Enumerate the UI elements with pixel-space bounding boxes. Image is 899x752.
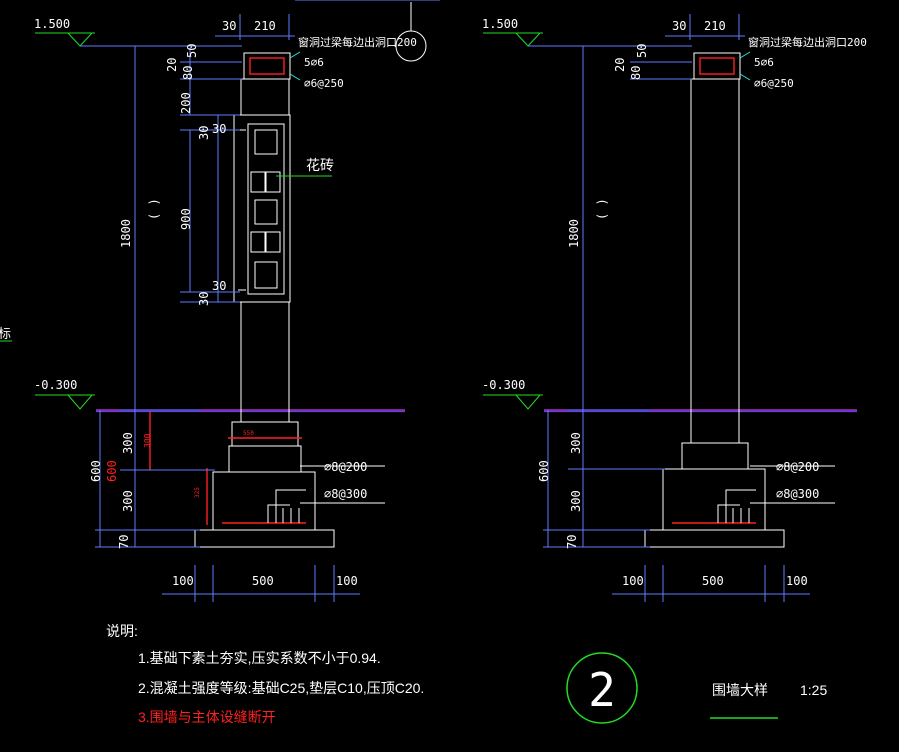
flower-brick-frame: [233, 114, 291, 303]
lintel-note: 窗洞过梁每边出洞口200: [298, 35, 417, 49]
svg-text:50: 50: [635, 44, 649, 58]
base-width-dims-left: [162, 565, 360, 602]
dim-50: 50: [185, 44, 199, 58]
top-bars-label: 5⌀6: [304, 56, 324, 69]
svg-text:30: 30: [212, 122, 226, 136]
footing-rebar-right: [672, 489, 756, 524]
dim-30-wall-a: 30: [197, 126, 211, 140]
note-item-3: 3.围墙与主体设缝断开: [138, 709, 276, 725]
elevation-ground-text-right: -0.300: [482, 378, 525, 392]
cap-rebar: [249, 57, 285, 75]
elevation-ground-left: -0.300: [34, 378, 95, 410]
dim-chain-left: [95, 0, 440, 548]
base-width-dims-right: [612, 565, 810, 602]
coping-cap-right: [693, 52, 741, 80]
dim-210-top-right: 210: [704, 19, 726, 33]
elevation-top-left: 1.500: [34, 17, 240, 47]
dim-100-right-a: 100: [622, 574, 644, 588]
dim-900: 900: [179, 208, 193, 230]
dim-600: 600: [89, 460, 103, 482]
title-block: 2 围墙大样 1:25: [566, 652, 827, 724]
dim-1800: 1800: [119, 219, 133, 248]
elevation-top-text-right: 1.500: [482, 17, 518, 31]
svg-text:80: 80: [629, 66, 643, 80]
stirrups-label: ⌀6@250: [304, 77, 344, 90]
svg-text:5⌀6: 5⌀6: [754, 56, 774, 69]
elevation-ground-right: -0.300: [482, 378, 543, 410]
base-upper-rebar-label-right: ⌀8@200: [776, 460, 819, 474]
coping-cap: [243, 52, 291, 80]
detail-number-circle: [566, 652, 638, 724]
notes-heading: 说明:: [106, 623, 138, 639]
footing-step-lower: [228, 445, 302, 473]
base-lower-rebar-label: ⌀8@300: [324, 487, 367, 501]
dim-chain-right: [543, 14, 745, 548]
cushion-layer: [194, 529, 335, 548]
dim-30-wall-b: 30: [197, 292, 211, 306]
dim-600-red: 600: [105, 460, 119, 482]
dim-500-left: 500: [252, 574, 274, 588]
base-lower-rebar-label-right: ⌀8@300: [776, 487, 819, 501]
title-scale: 1:25: [800, 682, 827, 698]
elevation-top-text: 1.500: [34, 17, 70, 31]
svg-text:20: 20: [613, 58, 627, 72]
side-mark: 标: [0, 327, 11, 342]
dim-300-upper: 300: [121, 432, 135, 454]
title-name: 围墙大样: [712, 682, 768, 698]
elevation-ground-text: -0.300: [34, 378, 77, 392]
base-upper-rebar-label: ⌀8@200: [324, 460, 367, 474]
footing-block: [212, 471, 316, 531]
svg-text:300: 300: [569, 490, 583, 512]
footing-block-right: [662, 468, 766, 531]
flower-brick-label: 花砖: [306, 158, 334, 174]
lintel-note-right: 窗洞过梁每边出洞口200: [748, 35, 867, 49]
svg-text:325: 325: [194, 487, 201, 498]
rebar-callouts-left: [300, 465, 385, 504]
elevation-top-right: 1.500: [482, 17, 690, 47]
dim-100-left-b: 100: [336, 574, 358, 588]
svg-text:70: 70: [565, 535, 579, 549]
note-item-2: 2.混凝土强度等级:基础C25,垫层C10,压顶C20.: [138, 680, 424, 696]
dim-200: 200: [179, 92, 193, 114]
dim-30-top-right: 30: [672, 19, 686, 33]
notes-block: 说明: 1.基础下素土夯实,压实系数不小于0.94. 2.混凝土强度等级:基础C…: [106, 623, 424, 725]
wall-upper: [240, 78, 290, 116]
wall-solid-right: [690, 78, 740, 444]
dim-80: 80: [181, 66, 195, 80]
cushion-layer-right: [644, 529, 785, 548]
flower-brick-pattern: [238, 123, 285, 295]
footing-step-upper: [231, 421, 299, 447]
dim-20: 20: [165, 58, 179, 72]
left-section: 1.500 -0.300: [34, 0, 440, 602]
dim-paren: ( ): [147, 198, 161, 220]
svg-text:( ): ( ): [595, 198, 609, 220]
svg-text:⌀6@250: ⌀6@250: [754, 77, 794, 90]
dim-300-lower: 300: [121, 490, 135, 512]
detail-number: 2: [588, 663, 616, 717]
right-section: 1.500 -0.300: [482, 14, 867, 602]
footing-step-right: [681, 442, 749, 470]
dim-70: 70: [117, 535, 131, 549]
svg-text:550: 550: [243, 430, 254, 437]
dim-300-red: 300: [143, 433, 152, 448]
note-item-1: 1.基础下素土夯实,压实系数不小于0.94.: [138, 650, 381, 666]
dim-1800-right: 1800: [567, 219, 581, 248]
dim-210-top: 210: [254, 19, 276, 33]
footing-rebar: [222, 489, 306, 524]
dim-100-left-a: 100: [172, 574, 194, 588]
dim-100-right-b: 100: [786, 574, 808, 588]
dim-500-right: 500: [702, 574, 724, 588]
svg-text:300: 300: [569, 432, 583, 454]
svg-text:30: 30: [212, 279, 226, 293]
dim-600-right: 600: [537, 460, 551, 482]
red-footing-dims: 550 325: [149, 412, 302, 525]
dim-30-top: 30: [222, 19, 236, 33]
wall-lower: [240, 301, 290, 423]
